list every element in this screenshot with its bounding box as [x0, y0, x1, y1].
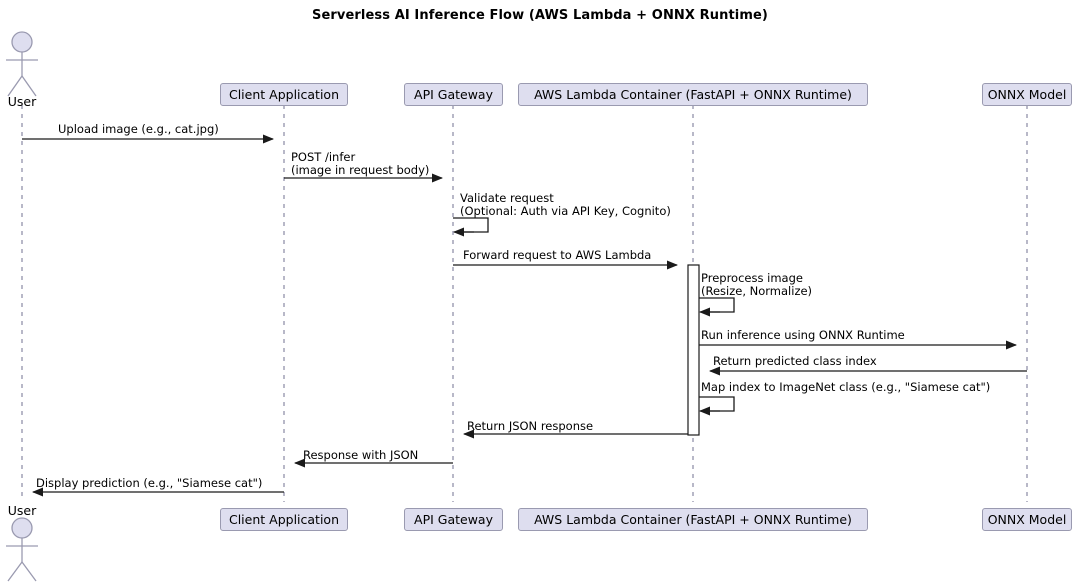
- actor-label-user-top: User: [7, 94, 37, 109]
- arrow-preprocess-image-selfloop: [699, 297, 735, 317]
- message-label-validate-request-line1: Validate request: [460, 191, 554, 205]
- page-title: Serverless AI Inference Flow (AWS Lambda…: [312, 8, 768, 23]
- actor-label-user-bottom: User: [7, 503, 37, 518]
- participant-api-gateway-bottom[interactable]: API Gateway: [404, 508, 503, 531]
- message-label-forward-request: Forward request to AWS Lambda: [463, 248, 652, 262]
- message-label-preprocess-image-line2: (Resize, Normalize): [701, 284, 813, 298]
- message-label-map-index-imagenet: Map index to ImageNet class (e.g., "Siam…: [701, 380, 991, 394]
- participant-aws-lambda-container-top[interactable]: AWS Lambda Container (FastAPI + ONNX Run…: [518, 83, 868, 106]
- message-label-preprocess-image-line1: Preprocess image: [701, 271, 803, 285]
- message-label-display-prediction: Display prediction (e.g., "Siamese cat"): [36, 476, 263, 490]
- message-label-return-json-response: Return JSON response: [467, 419, 594, 433]
- activation-bar-aws-lambda: [687, 264, 700, 436]
- message-arrows-group: [22, 134, 1027, 497]
- message-label-run-inference: Run inference using ONNX Runtime: [701, 328, 905, 342]
- actor-user-bottom-figure: [6, 517, 38, 582]
- participant-aws-lambda-container-bottom[interactable]: AWS Lambda Container (FastAPI + ONNX Run…: [518, 508, 868, 531]
- participant-api-gateway-top[interactable]: API Gateway: [404, 83, 503, 106]
- message-label-response-with-json: Response with JSON: [303, 448, 419, 462]
- lifelines-group: [21, 105, 1028, 502]
- arrow-map-index-selfloop: [699, 396, 735, 416]
- message-label-return-class-index: Return predicted class index: [713, 354, 877, 368]
- participant-onnx-model-bottom[interactable]: ONNX Model: [982, 508, 1072, 531]
- participant-client-application-bottom[interactable]: Client Application: [220, 508, 348, 531]
- actor-user-top-figure: [6, 31, 38, 97]
- participant-onnx-model-top[interactable]: ONNX Model: [982, 83, 1072, 106]
- message-label-upload-image: Upload image (e.g., cat.jpg): [58, 122, 219, 136]
- message-label-post-infer-line1: POST /infer: [291, 150, 356, 164]
- message-label-validate-request-line2: (Optional: Auth via API Key, Cognito): [460, 204, 671, 218]
- arrow-validate-request-selfloop: [453, 217, 489, 237]
- message-label-post-infer-line2: (image in request body): [291, 163, 430, 177]
- participant-client-application-top[interactable]: Client Application: [220, 83, 348, 106]
